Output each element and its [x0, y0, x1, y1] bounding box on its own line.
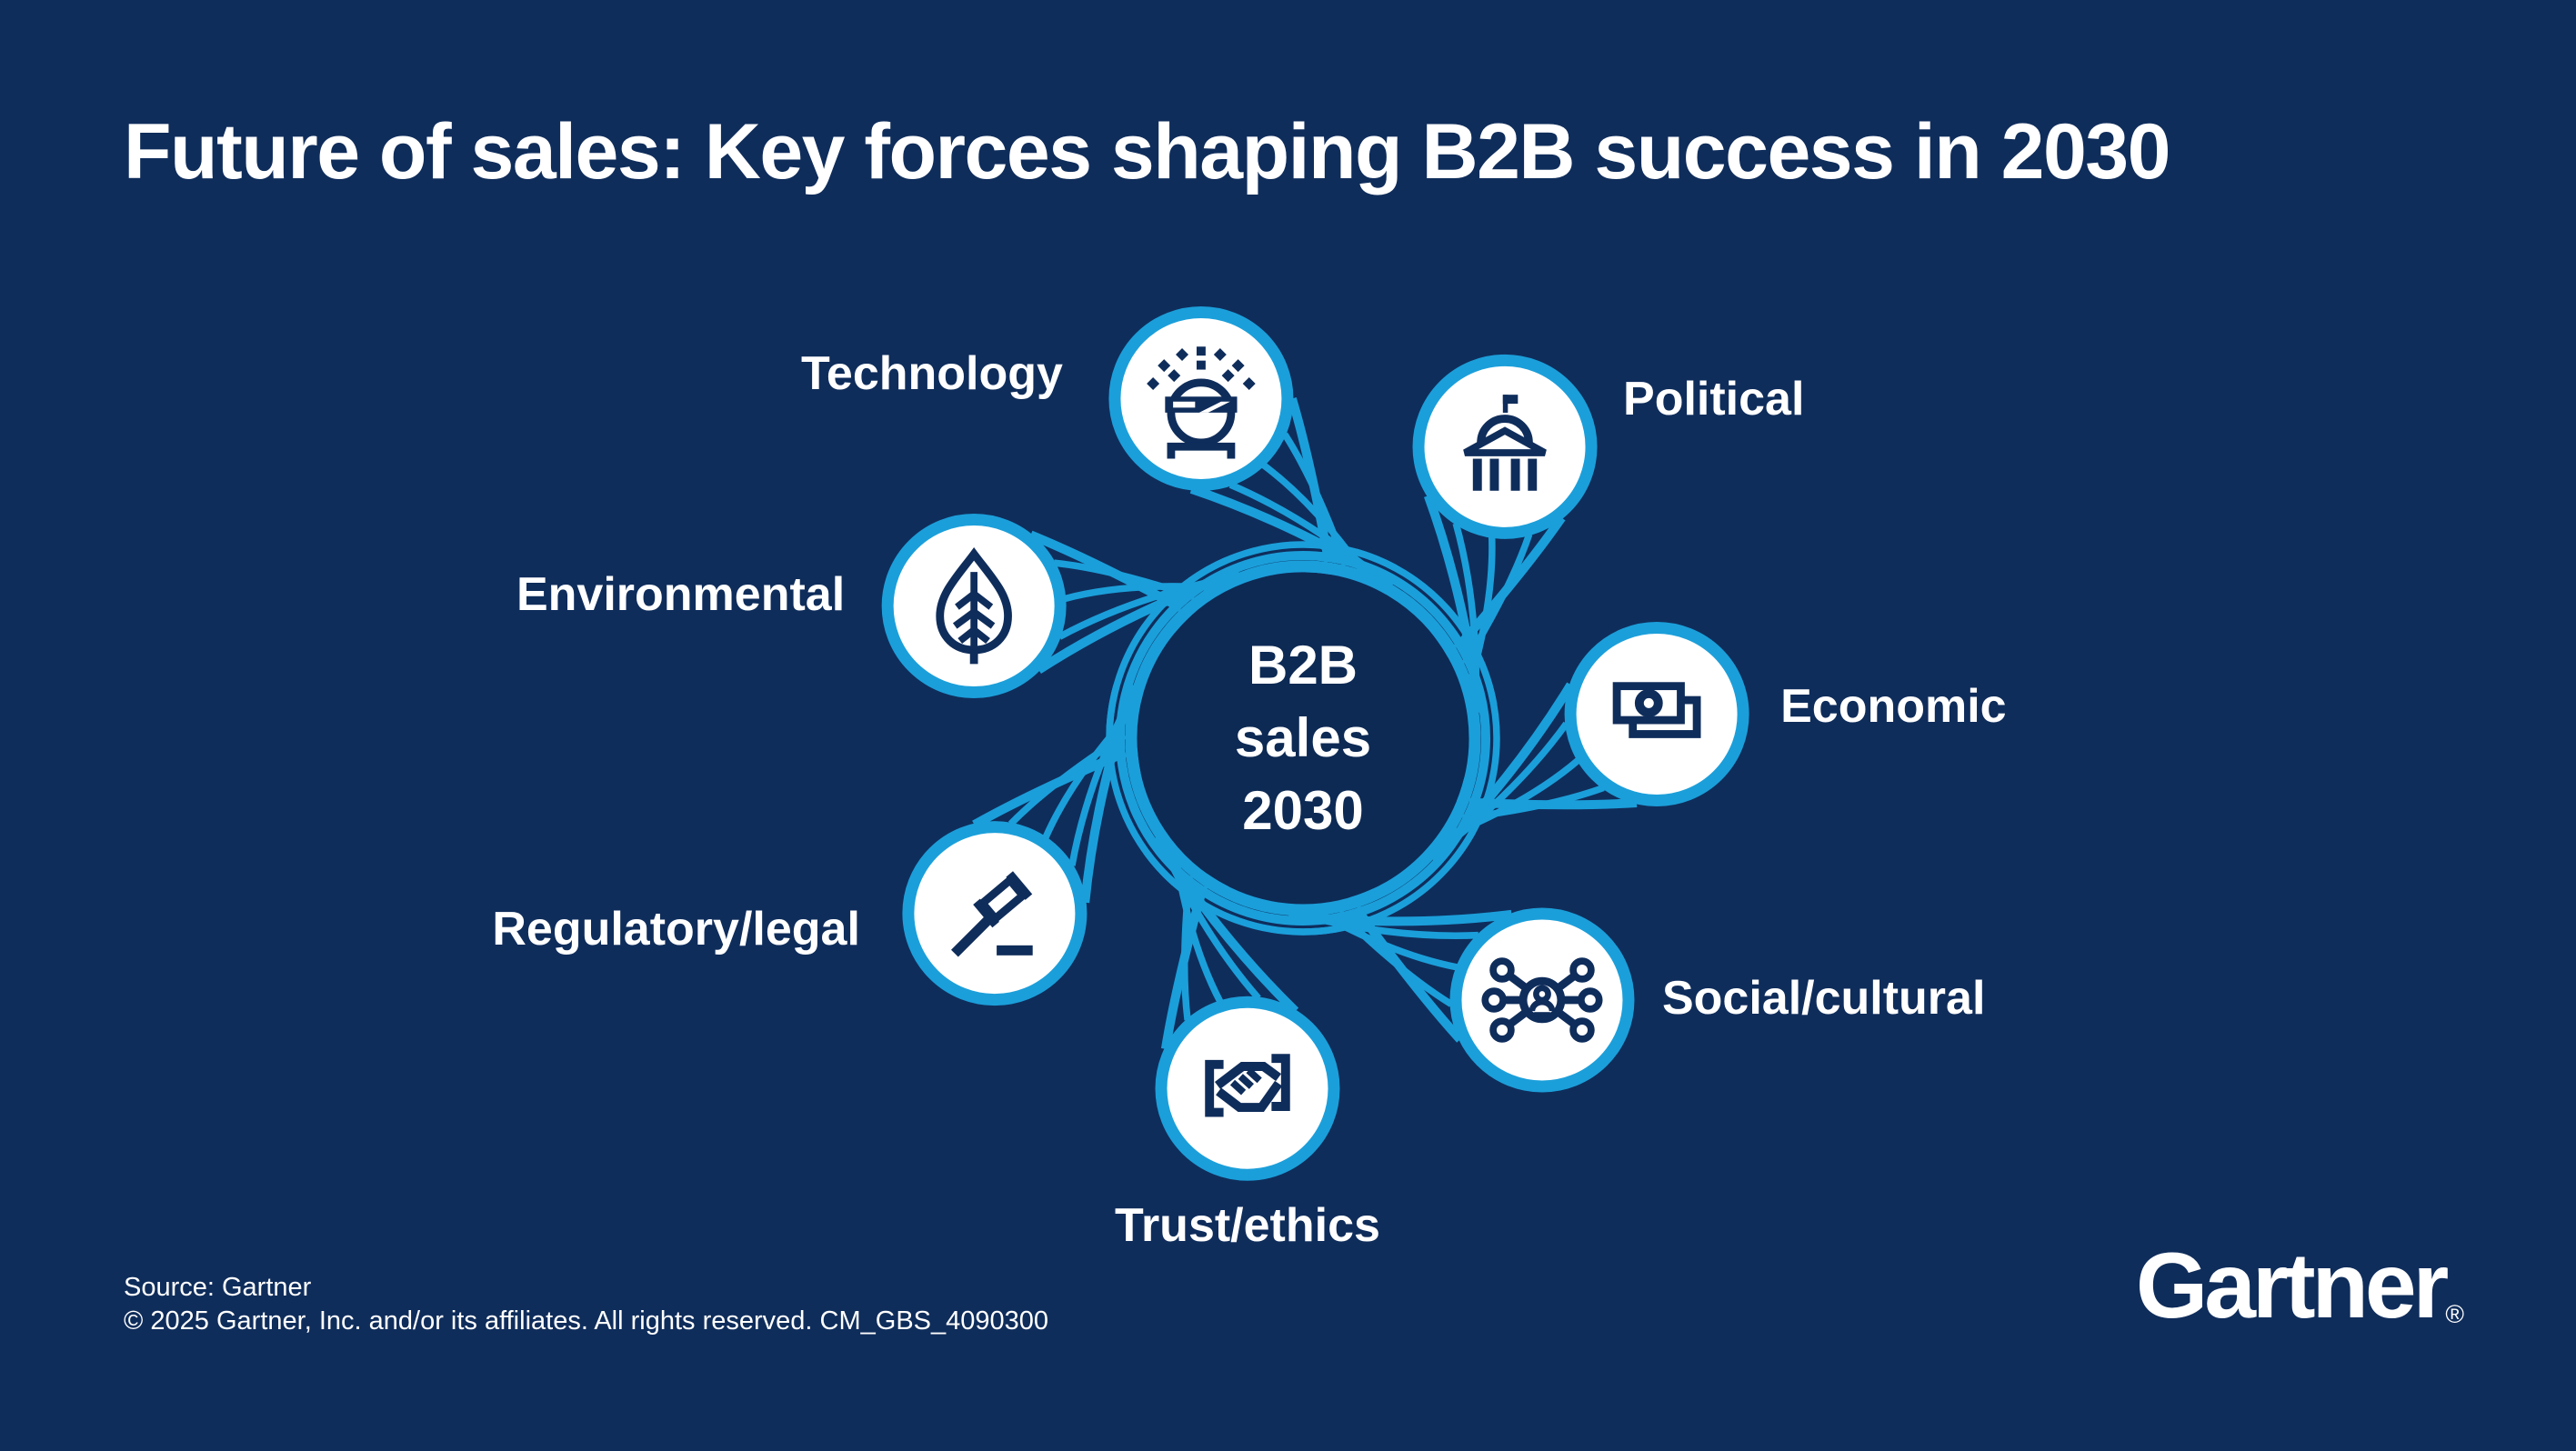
gavel-icon — [951, 871, 1033, 957]
center-hub-text: B2B sales 2030 — [1235, 629, 1371, 847]
footer-text: Source: Gartner © 2025 Gartner, Inc. and… — [124, 1271, 1048, 1338]
center-line-2: sales — [1234, 707, 1372, 768]
node-environmental — [881, 514, 1067, 699]
center-disk — [1138, 573, 1468, 904]
gartner-logo: Gartner® — [2136, 1239, 2464, 1351]
label-environmental: Environmental — [516, 567, 846, 621]
label-regulatory-legal: Regulatory/legal — [492, 902, 860, 956]
label-social-cultural: Social/cultural — [1661, 971, 1986, 1025]
source-line: Source: Gartner — [124, 1273, 312, 1302]
political-circle — [1412, 354, 1598, 539]
swirl-connection-lines — [972, 397, 1638, 1050]
registered-trademark-icon: ® — [2445, 1300, 2464, 1328]
handshake-icon — [1205, 1054, 1290, 1117]
label-economic: Economic — [1780, 680, 2007, 734]
node-political — [1412, 354, 1598, 539]
page-title: Future of sales: Key forces shaping B2B … — [124, 108, 2170, 195]
gartner-logo-text: Gartner — [2135, 1234, 2449, 1337]
leaf-icon — [936, 547, 1012, 665]
node-regulatory-legal — [902, 821, 1088, 1006]
label-technology: Technology — [801, 347, 1063, 401]
trust-ethics-circle — [1155, 996, 1340, 1181]
node-trust-ethics — [1155, 996, 1340, 1181]
label-political: Political — [1623, 373, 1805, 426]
node-social-cultural — [1449, 907, 1635, 1093]
label-trust-ethics: Trust/ethics — [1115, 1199, 1380, 1253]
capitol-icon — [1463, 395, 1547, 491]
banknotes-icon — [1612, 682, 1701, 738]
center-line-3: 2030 — [1242, 780, 1364, 841]
center-line-1: B2B — [1248, 635, 1358, 695]
node-technology — [1108, 305, 1294, 491]
node-economic — [1564, 621, 1749, 806]
copyright-line: © 2025 Gartner, Inc. and/or its affiliat… — [124, 1306, 1049, 1336]
people-network-icon — [1481, 957, 1603, 1043]
